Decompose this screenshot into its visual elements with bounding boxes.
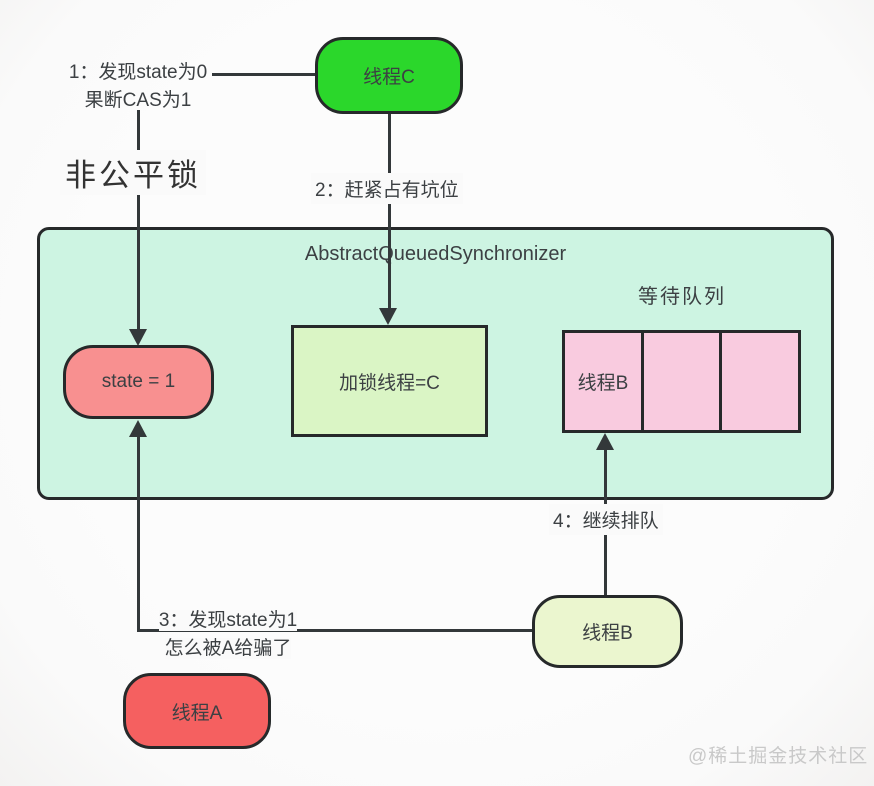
queue-cell-thread-b: 线程B bbox=[562, 330, 644, 433]
node-state: state = 1 bbox=[63, 345, 214, 419]
arrowhead-into-lock-thread bbox=[379, 308, 397, 325]
annotation-step4: 4：继续排队 bbox=[549, 504, 663, 535]
node-thread-b: 线程B bbox=[532, 595, 683, 668]
node-thread-b-label: 线程B bbox=[582, 623, 633, 644]
node-thread-c: 线程C bbox=[315, 37, 463, 114]
node-state-label: state = 1 bbox=[101, 371, 176, 392]
watermark: @稀土掘金技术社区 bbox=[688, 746, 869, 767]
arrowhead-into-state-bottom bbox=[129, 420, 147, 437]
connector-step1-to-thread-c bbox=[212, 73, 316, 76]
annotation-step3-line1: 3：发现state为1 bbox=[158, 610, 298, 631]
connector-step1-to-state-top bbox=[137, 110, 140, 331]
node-thread-c-label: 线程C bbox=[363, 67, 415, 88]
queue-cell-empty-2 bbox=[719, 330, 801, 433]
node-thread-a-label: 线程A bbox=[171, 702, 223, 724]
queue-cell-empty-1 bbox=[640, 330, 723, 433]
waiting-queue: 线程B bbox=[562, 330, 801, 433]
annotation-step3: 3：发现state为1 怎么被A给骗了 bbox=[142, 607, 314, 663]
node-thread-a: 线程A bbox=[123, 673, 271, 749]
arrowhead-into-queue bbox=[596, 433, 614, 450]
annotation-step1-line2: 果断CAS为1 bbox=[84, 90, 192, 111]
annotation-step1: 1：发现state为0 果断CAS为1 bbox=[48, 59, 228, 115]
annotation-step3-line2: 怎么被A给骗了 bbox=[164, 638, 292, 659]
annotation-step2: 2：赶紧占有坑位 bbox=[311, 173, 463, 204]
waiting-queue-title: 等待队列 bbox=[638, 286, 726, 308]
node-lock-thread: 加锁线程=C bbox=[291, 325, 488, 437]
page-title: 非公平锁 bbox=[60, 150, 206, 195]
connector-state-bottom-to-elbow bbox=[137, 437, 140, 631]
annotation-step1-line1: 1：发现state为0 bbox=[68, 62, 208, 83]
connector-thread-c-to-lock-thread bbox=[387, 112, 391, 309]
arrowhead-into-state-top bbox=[129, 329, 147, 346]
connector-elbow-to-thread-b bbox=[137, 629, 535, 632]
node-lock-thread-label: 加锁线程=C bbox=[339, 372, 440, 394]
aqs-container-label: AbstractQueuedSynchronizer bbox=[304, 243, 567, 265]
